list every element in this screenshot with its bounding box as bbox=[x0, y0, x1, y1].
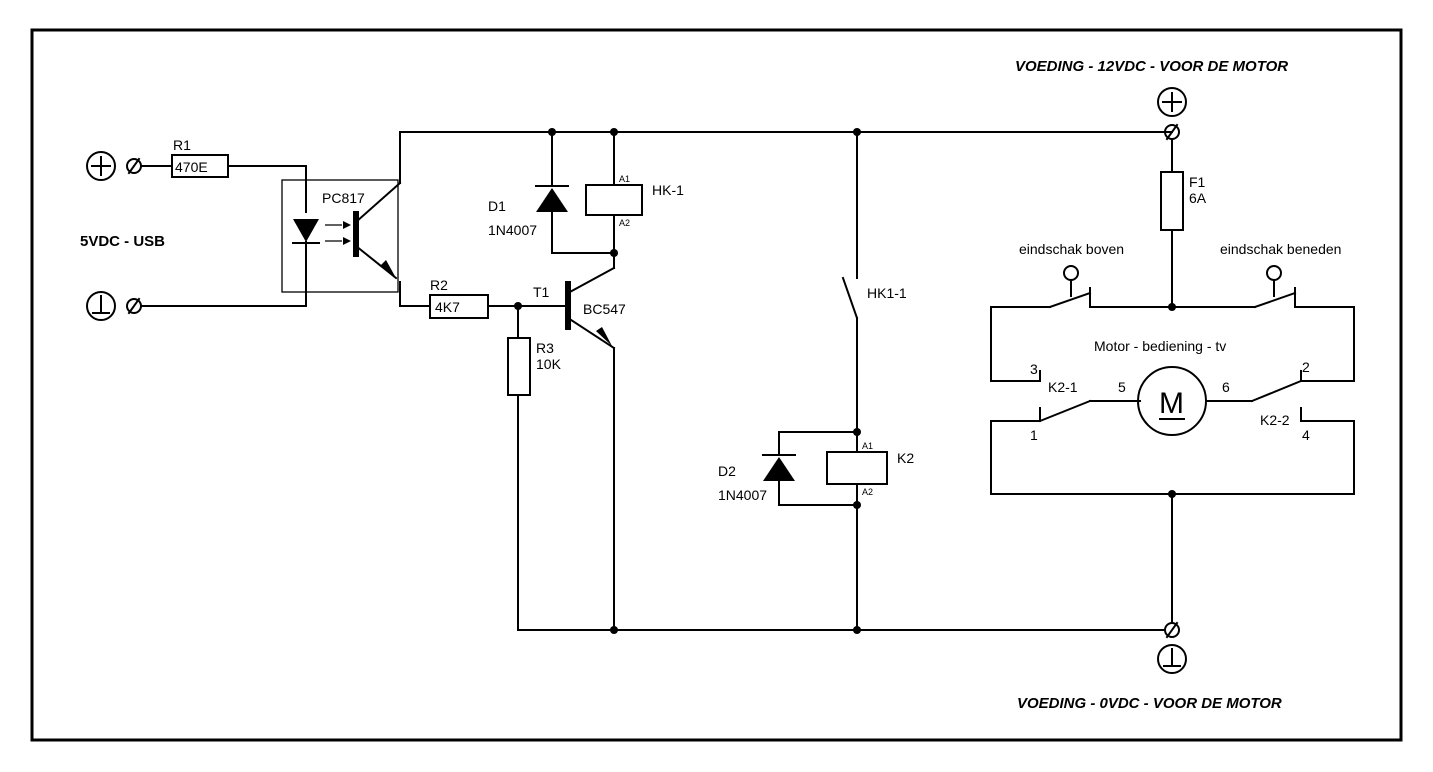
k2-2-pin-6: 6 bbox=[1222, 379, 1230, 395]
limit-switch-bottom-label: eindschak beneden bbox=[1220, 241, 1341, 257]
t1-value: BC547 bbox=[583, 301, 626, 317]
ground-terminal-icon bbox=[86, 291, 116, 321]
d2-ref: D2 bbox=[718, 463, 736, 479]
d1-ref: D1 bbox=[488, 198, 506, 214]
f1-ref: F1 bbox=[1189, 174, 1206, 190]
plus-terminal-icon bbox=[1157, 87, 1187, 117]
diode-d2 bbox=[762, 454, 796, 481]
r2-value: 4K7 bbox=[435, 299, 460, 315]
supply-top-label: VOEDING - 12VDC - VOOR DE MOTOR bbox=[1015, 58, 1288, 75]
screw-terminal-icon bbox=[126, 297, 142, 315]
led-symbol bbox=[292, 219, 351, 307]
supply-bottom-label: VOEDING - 0VDC - VOOR DE MOTOR bbox=[1017, 695, 1282, 712]
phototransistor-symbol bbox=[353, 131, 431, 307]
pc817-ref: PC817 bbox=[322, 190, 365, 206]
limit-switch-top-label: eindschak boven bbox=[1019, 241, 1124, 257]
r2-ref: R2 bbox=[430, 277, 448, 293]
k2-1-ref: K2-1 bbox=[1048, 379, 1078, 395]
k2-1-pin-3: 3 bbox=[1030, 361, 1038, 377]
screw-terminal-icon bbox=[126, 157, 142, 175]
k2-ref: K2 bbox=[897, 450, 914, 466]
diode-d1 bbox=[535, 185, 569, 212]
r1-ref: R1 bbox=[173, 137, 191, 153]
limit-switch-bottom bbox=[1253, 265, 1297, 309]
diagram-frame bbox=[30, 28, 1403, 742]
motor-letter: M bbox=[1159, 387, 1184, 420]
contact-hk1-1 bbox=[841, 276, 859, 320]
k2-1-pin-1: 1 bbox=[1030, 427, 1038, 443]
junction bbox=[610, 249, 618, 257]
relay-coil-k2 bbox=[826, 451, 888, 485]
junction bbox=[853, 626, 861, 634]
relay-coil-hk1 bbox=[585, 184, 643, 216]
k2-1-pin-5: 5 bbox=[1118, 379, 1126, 395]
t1-ref: T1 bbox=[533, 284, 550, 300]
r3-ref: R3 bbox=[536, 340, 554, 356]
f1-value: 6A bbox=[1189, 190, 1207, 206]
transistor-t1 bbox=[565, 266, 616, 350]
k2-2-pin-4: 4 bbox=[1302, 427, 1310, 443]
hk1-ref: HK-1 bbox=[652, 182, 684, 198]
junction bbox=[610, 626, 618, 634]
k2-a2: A2 bbox=[862, 487, 873, 497]
optocoupler-pc817 bbox=[281, 179, 399, 293]
screw-terminal-icon bbox=[1164, 621, 1180, 639]
motor-section-title: Motor - bediening - tv bbox=[1094, 338, 1226, 354]
resistor-r3 bbox=[507, 337, 531, 396]
limit-switch-top bbox=[1048, 265, 1092, 309]
ground-terminal-icon bbox=[1157, 644, 1187, 674]
k2-2-pin-2: 2 bbox=[1302, 359, 1310, 375]
d1-value: 1N4007 bbox=[488, 222, 537, 238]
fuse-f1 bbox=[1160, 171, 1184, 231]
r3-value: 10K bbox=[536, 356, 562, 372]
d2-value: 1N4007 bbox=[718, 487, 767, 503]
hk1-a1: A1 bbox=[619, 174, 630, 184]
r1-value: 470E bbox=[175, 159, 208, 175]
hk1-a2: A2 bbox=[619, 218, 630, 228]
k2-2-ref: K2-2 bbox=[1260, 412, 1290, 428]
input-label: 5VDC - USB bbox=[80, 233, 165, 250]
k2-a1: A1 bbox=[862, 441, 873, 451]
relay-contact-k2-2 bbox=[1205, 370, 1303, 422]
hk1-1-ref: HK1-1 bbox=[867, 285, 907, 301]
relay-contact-k2-1 bbox=[1038, 370, 1141, 423]
plus-terminal-icon bbox=[86, 151, 116, 181]
